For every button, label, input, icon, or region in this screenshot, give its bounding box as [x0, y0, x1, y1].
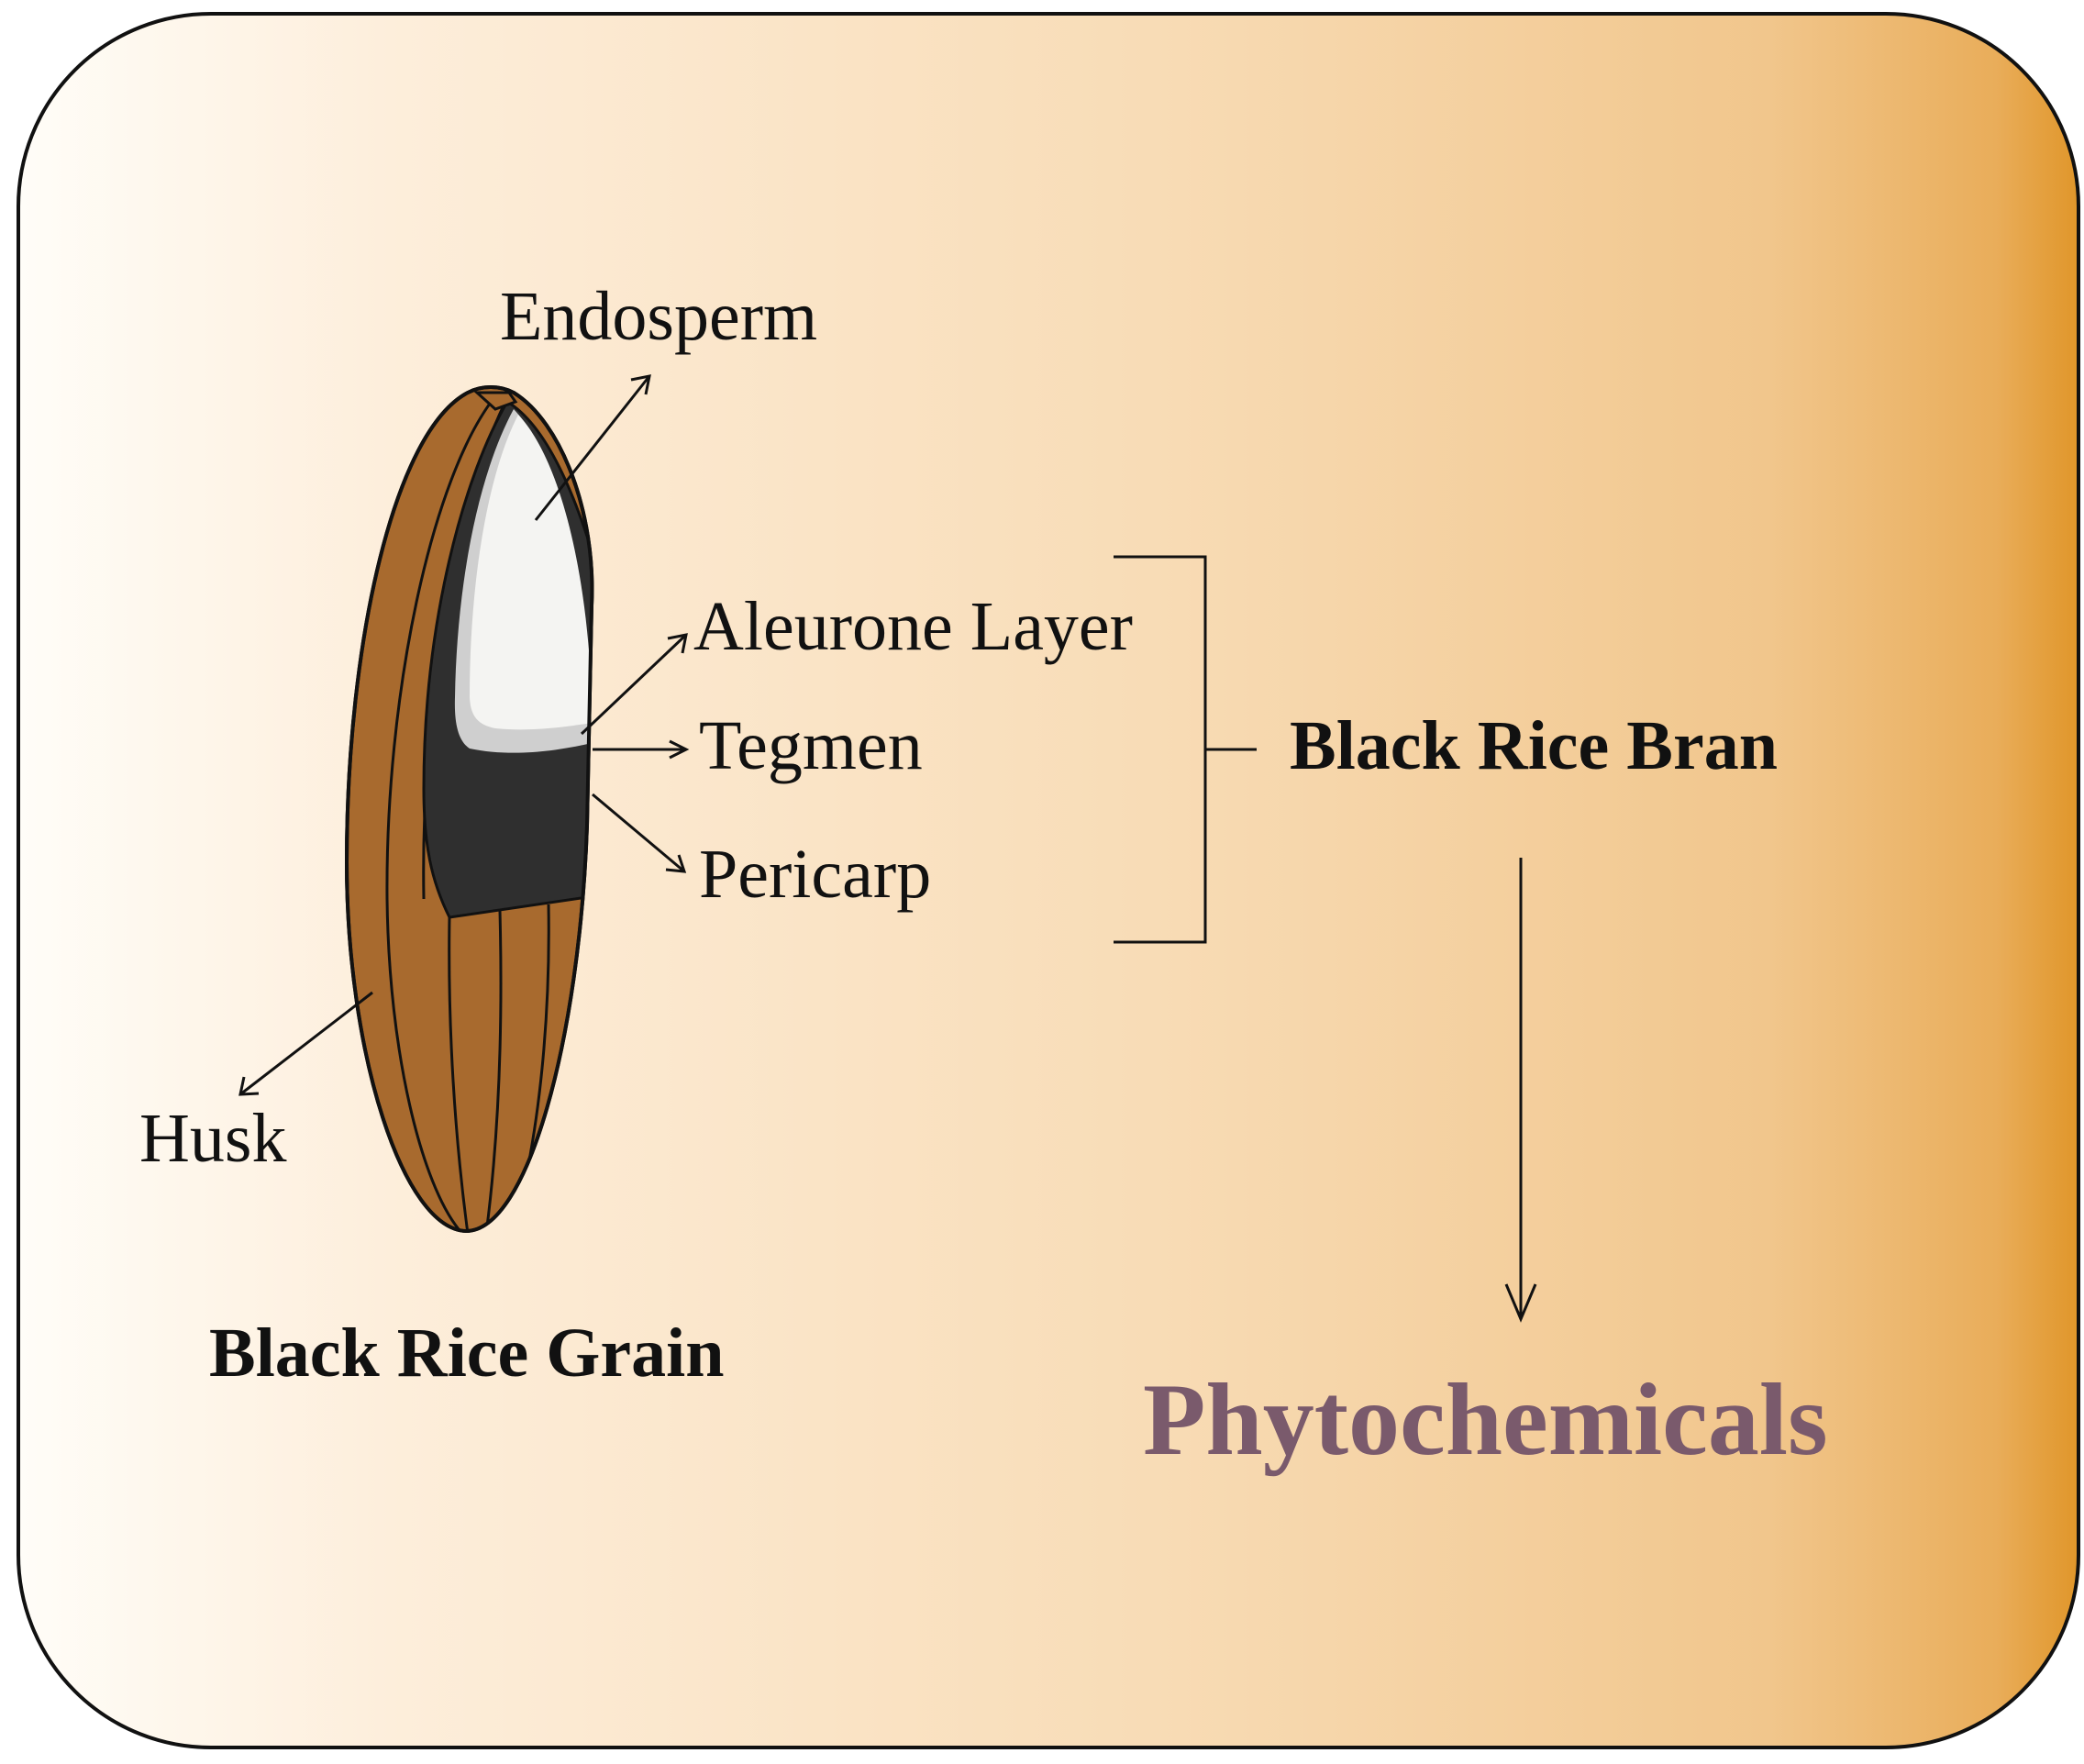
black-rice-bran-label: Black Rice Bran — [1290, 707, 1778, 784]
grain-tip — [473, 391, 518, 411]
aleurone-arrow — [580, 633, 688, 736]
pointer-arrows — [238, 374, 690, 1096]
bran-bracket — [1114, 555, 1257, 944]
endosperm-arrow — [534, 375, 651, 521]
husk-stripe — [448, 916, 470, 1231]
grain-outline — [344, 385, 594, 1234]
husk-arrow — [239, 991, 373, 1096]
husk-stripe — [385, 395, 497, 1230]
down-arrowhead — [1504, 1283, 1537, 1323]
endosperm-layer — [470, 415, 592, 730]
endosperm-label: Endosperm — [500, 278, 817, 355]
black-rice-grain-label: Black Rice Grain — [209, 1315, 725, 1392]
husk-stripe — [484, 910, 503, 1231]
background-panel — [17, 12, 2080, 1749]
pericarp-label: Pericarp — [699, 836, 931, 913]
phytochemicals-label: Phytochemicals — [1143, 1363, 1828, 1477]
tegmen-label: Tegmen — [699, 707, 923, 784]
husk-label: Husk — [139, 1100, 286, 1177]
aleurone-arrowhead — [667, 633, 688, 654]
husk-arrowhead — [238, 1076, 260, 1096]
pericarp-arrowhead — [665, 854, 687, 873]
tegmen-arrowhead — [669, 739, 690, 760]
endosperm-arrowhead — [630, 374, 651, 395]
pericarp-arrow — [592, 793, 685, 873]
aleurone-layer-label: Aleurone Layer — [693, 588, 1133, 665]
rice-grain-illustration — [344, 385, 594, 1234]
down-arrow — [1504, 858, 1537, 1323]
